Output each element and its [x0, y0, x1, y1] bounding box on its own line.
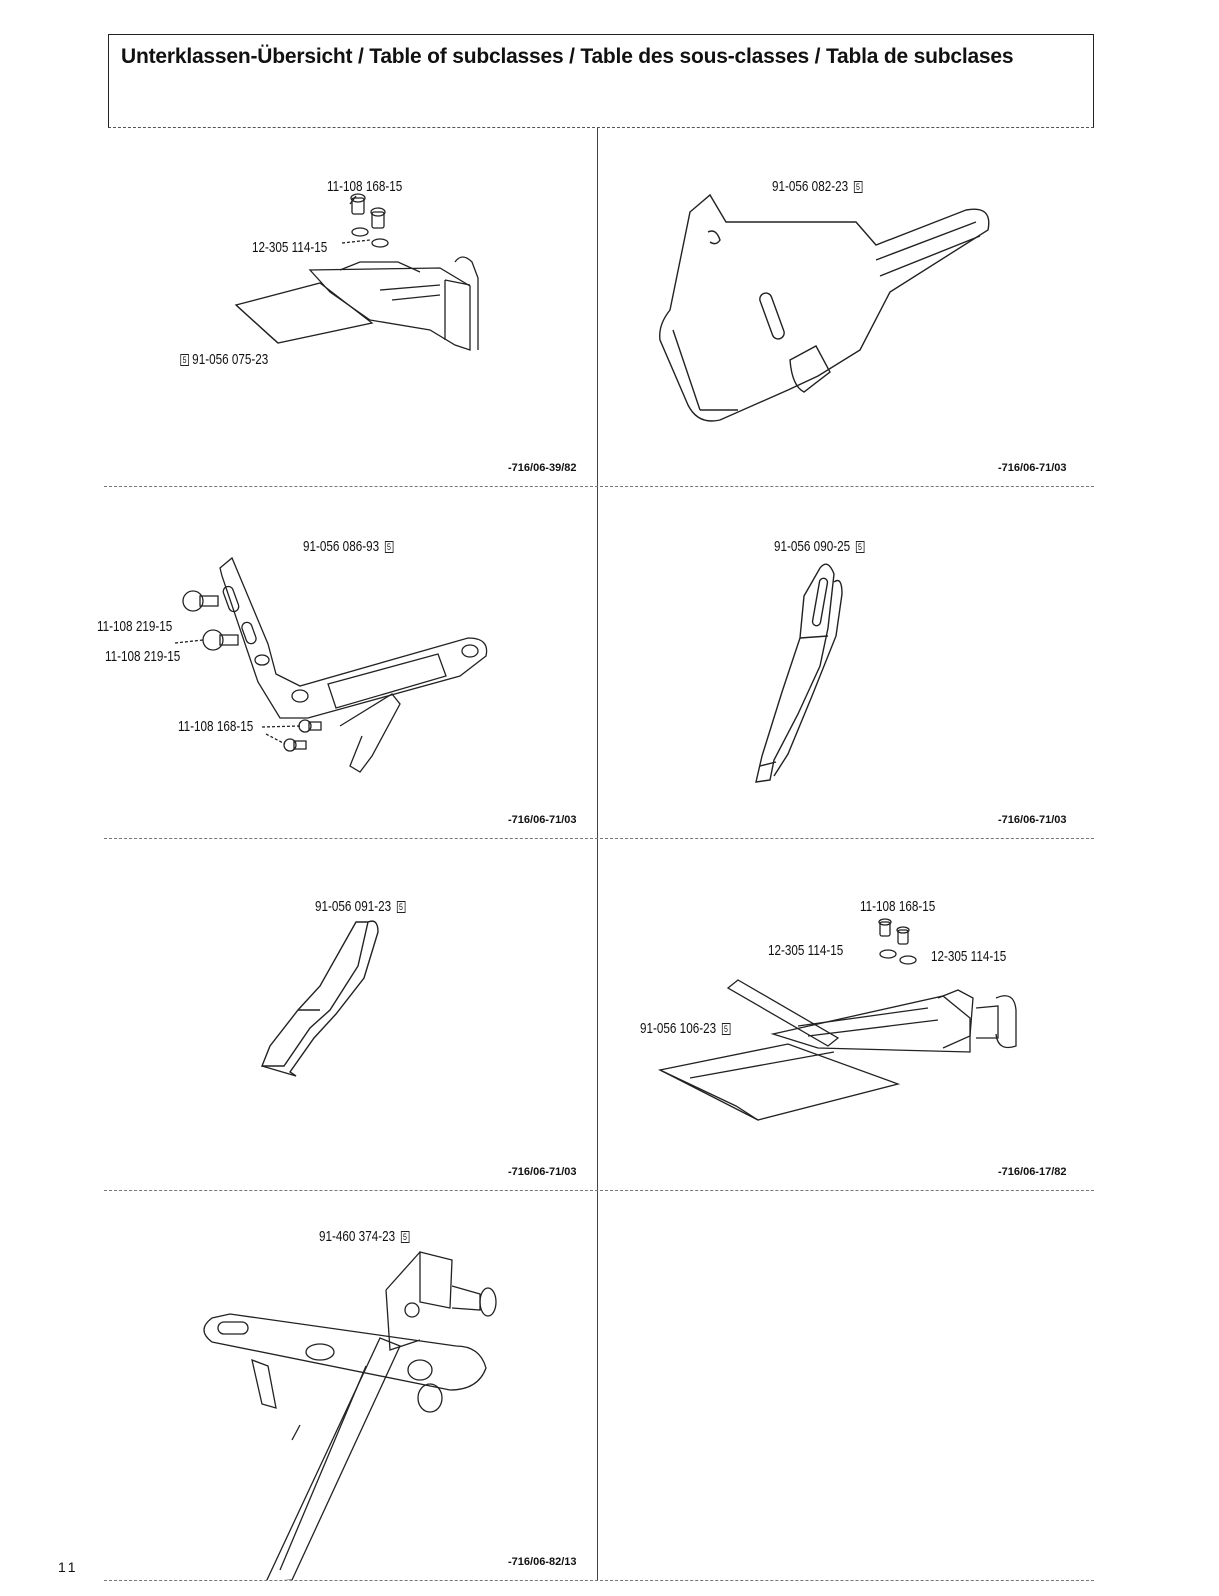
panel-guide-blade: 91-056 090-25 5 -716/06-71/03 — [598, 486, 1098, 838]
column-divider — [597, 128, 598, 1580]
adjustable-guide-drawing — [0, 1190, 598, 1580]
s5-badge: 5 — [400, 1231, 410, 1244]
page-number: 11 — [58, 1559, 79, 1575]
short-blade-drawing — [0, 838, 598, 1190]
s5-badge: 5 — [396, 901, 406, 914]
part-label: 12-305 114-15 — [252, 239, 328, 256]
ref-code: -716/06-17/82 — [998, 1166, 1067, 1178]
part-label: 91-056 106-23 5 — [640, 1020, 731, 1037]
header-box: Unterklassen-Übersicht / Table of subcla… — [108, 34, 1094, 128]
part-label: 12-305 114-15 — [768, 942, 844, 959]
panel-edge-guide: 91-056 082-23 5 -716/06-71/03 — [598, 0, 1098, 486]
guide-blade-drawing — [598, 486, 1098, 838]
row-divider — [104, 486, 1094, 487]
part-label: 91-056 091-23 5 — [315, 898, 406, 915]
panel-short-blade: 91-056 091-23 5 -716/06-71/03 — [0, 838, 598, 1190]
s5-badge: 5 — [855, 541, 865, 554]
part-label: 11-108 168-15 — [860, 898, 936, 915]
panel-folder-attachment: 11-108 168-15 12-305 114-15 5 91-056 075… — [0, 0, 598, 486]
edge-guide-drawing — [598, 0, 1098, 486]
part-label: 11-108 219-15 — [97, 618, 173, 635]
panel-adjustable-guide: 91-460 374-23 5 -716/06-82/13 — [0, 1190, 598, 1580]
part-label: 11-108 219-15 — [105, 648, 181, 665]
ref-code: -716/06-71/03 — [508, 1166, 577, 1178]
ref-code: -716/06-71/03 — [998, 462, 1067, 474]
s5-badge: 5 — [721, 1023, 731, 1036]
part-label: 11-108 168-15 — [327, 178, 403, 195]
part-label: 12-305 114-15 — [931, 948, 1007, 965]
ref-code: -716/06-71/03 — [998, 814, 1067, 826]
part-number: 91-056 086-93 — [303, 538, 380, 555]
part-number: 91-056 106-23 — [640, 1020, 717, 1037]
part-number: 91-056 090-25 — [774, 538, 851, 555]
row-divider — [104, 838, 1094, 839]
binder-attachment-drawing — [598, 838, 1098, 1190]
s5-badge: 5 — [180, 354, 189, 367]
bracket-attachment-drawing — [0, 486, 598, 838]
part-label: 5 91-056 075-23 — [178, 351, 268, 368]
part-number: 91-056 075-23 — [192, 351, 269, 368]
panel-binder-attachment: 11-108 168-15 12-305 114-15 12-305 114-1… — [598, 838, 1098, 1190]
part-label: 11-108 168-15 — [178, 718, 254, 735]
part-number: 91-460 374-23 — [319, 1228, 396, 1245]
part-label: 91-056 082-23 5 — [772, 178, 863, 195]
page-title: Unterklassen-Übersicht / Table of subcla… — [121, 45, 1014, 68]
row-divider — [104, 1190, 1094, 1191]
part-number: 91-056 091-23 — [315, 898, 392, 915]
ref-code: -716/06-39/82 — [508, 462, 577, 474]
part-label: 91-460 374-23 5 — [319, 1228, 410, 1245]
part-label: 91-056 086-93 5 — [303, 538, 394, 555]
ref-code: -716/06-82/13 — [508, 1556, 577, 1568]
part-number: 91-056 082-23 — [772, 178, 849, 195]
panel-bracket-attachment: 91-056 086-93 5 11-108 219-15 11-108 219… — [0, 486, 598, 838]
part-label: 91-056 090-25 5 — [774, 538, 865, 555]
s5-badge: 5 — [853, 181, 863, 194]
row-divider — [104, 1580, 1094, 1581]
ref-code: -716/06-71/03 — [508, 814, 577, 826]
s5-badge: 5 — [384, 541, 394, 554]
folder-attachment-drawing — [0, 0, 598, 486]
